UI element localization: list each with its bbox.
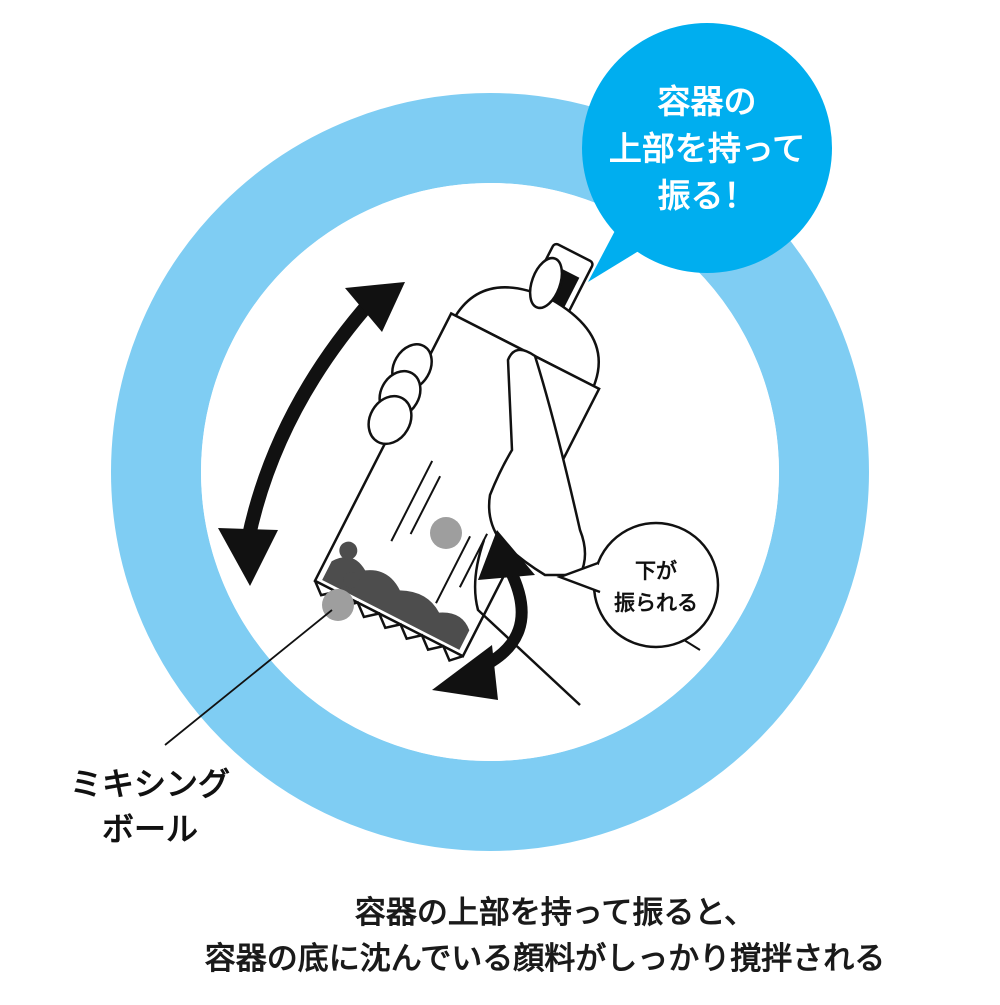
bubble-main-line-1: 容器の bbox=[658, 82, 757, 121]
curved-arrow-icon bbox=[432, 530, 535, 700]
ball-label-line-2: ボール bbox=[102, 810, 198, 848]
bubble-main-line-3: 振る！ bbox=[658, 176, 757, 215]
double-arrow-icon bbox=[218, 282, 405, 586]
caption-line-1: 容器の上部を持って振ると、 bbox=[354, 895, 756, 931]
mixing-ball-icon bbox=[322, 589, 354, 621]
background-ring bbox=[111, 93, 869, 851]
caption-line-2: 容器の底に沈んでいる顔料がしっかり撹拌される bbox=[204, 941, 886, 977]
caption: 容器の上部を持って振ると、 容器の底に沈んでいる顔料がしっかり撹拌される bbox=[0, 890, 1000, 982]
bubble-small-line-2: 振られる bbox=[614, 591, 698, 615]
main-speech-bubble: 容器の 上部を持って 振る！ bbox=[582, 23, 832, 282]
bubble-main-line-2: 上部を持って bbox=[609, 129, 805, 168]
wrist-outline bbox=[473, 539, 581, 706]
small-speech-bubble: 下が 振られる bbox=[556, 521, 720, 649]
mixing-ball-icon-2 bbox=[430, 517, 462, 549]
bubble-small-line-1: 下が bbox=[635, 559, 677, 583]
ball-label-line-1: ミキシング bbox=[70, 765, 230, 803]
ball-leader-line bbox=[164, 609, 333, 746]
